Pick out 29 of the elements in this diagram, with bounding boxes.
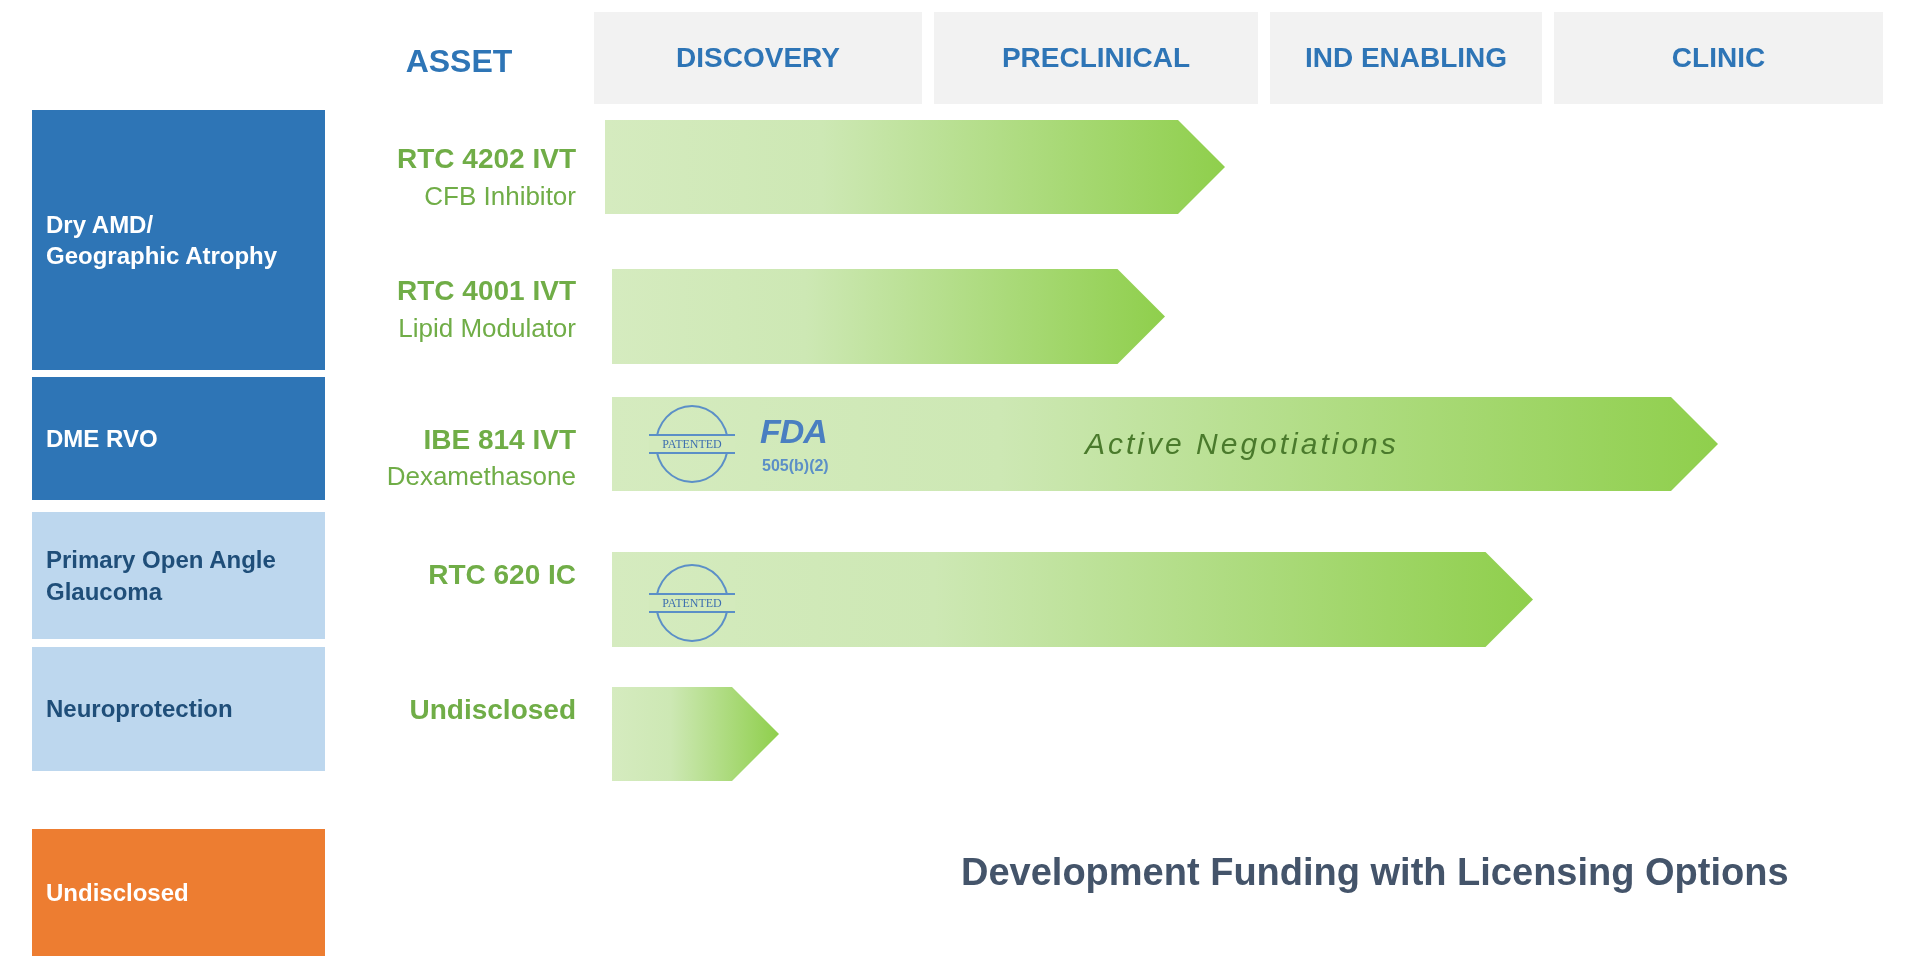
stage-header: IND ENABLING bbox=[1270, 12, 1542, 104]
indication-panel: Dry AMD/ Geographic Atrophy bbox=[32, 110, 325, 370]
column-header: ASSET bbox=[405, 45, 513, 77]
footer-note: Development Funding with Licensing Options bbox=[961, 853, 1789, 891]
asset-description: Dexamethasone bbox=[386, 463, 576, 489]
patent-stamp: PATENTED bbox=[649, 564, 735, 642]
asset-description: Lipid Modulator bbox=[398, 315, 576, 341]
pipeline-bar bbox=[612, 687, 779, 781]
indication-panel: DME RVO bbox=[32, 377, 325, 500]
pipeline-bar bbox=[612, 397, 1718, 491]
status-label: Active Negotiations bbox=[1085, 429, 1399, 459]
asset-name: RTC 4001 IVT bbox=[397, 277, 576, 305]
asset-name: RTC 4202 IVT bbox=[397, 145, 576, 173]
stage-header: PRECLINICAL bbox=[934, 12, 1258, 104]
pipeline-bar bbox=[605, 120, 1225, 214]
agency-name: FDA bbox=[760, 414, 827, 448]
asset-name: RTC 620 IC bbox=[428, 561, 576, 589]
asset-description: CFB Inhibitor bbox=[424, 183, 576, 209]
asset-name: IBE 814 IVT bbox=[423, 426, 576, 454]
indication-panel: Undisclosed bbox=[32, 829, 325, 956]
indication-panel: Primary Open Angle Glaucoma bbox=[32, 512, 325, 639]
pathway-label: 505(b)(2) bbox=[762, 458, 829, 474]
patent-stamp: PATENTED bbox=[649, 405, 735, 483]
pipeline-bar bbox=[612, 269, 1165, 364]
indication-panel: Neuroprotection bbox=[32, 647, 325, 771]
pipeline-bar bbox=[612, 552, 1533, 647]
stage-header: DISCOVERY bbox=[594, 12, 922, 104]
asset-name: Undisclosed bbox=[409, 696, 576, 724]
stage-header: CLINIC bbox=[1554, 12, 1883, 104]
